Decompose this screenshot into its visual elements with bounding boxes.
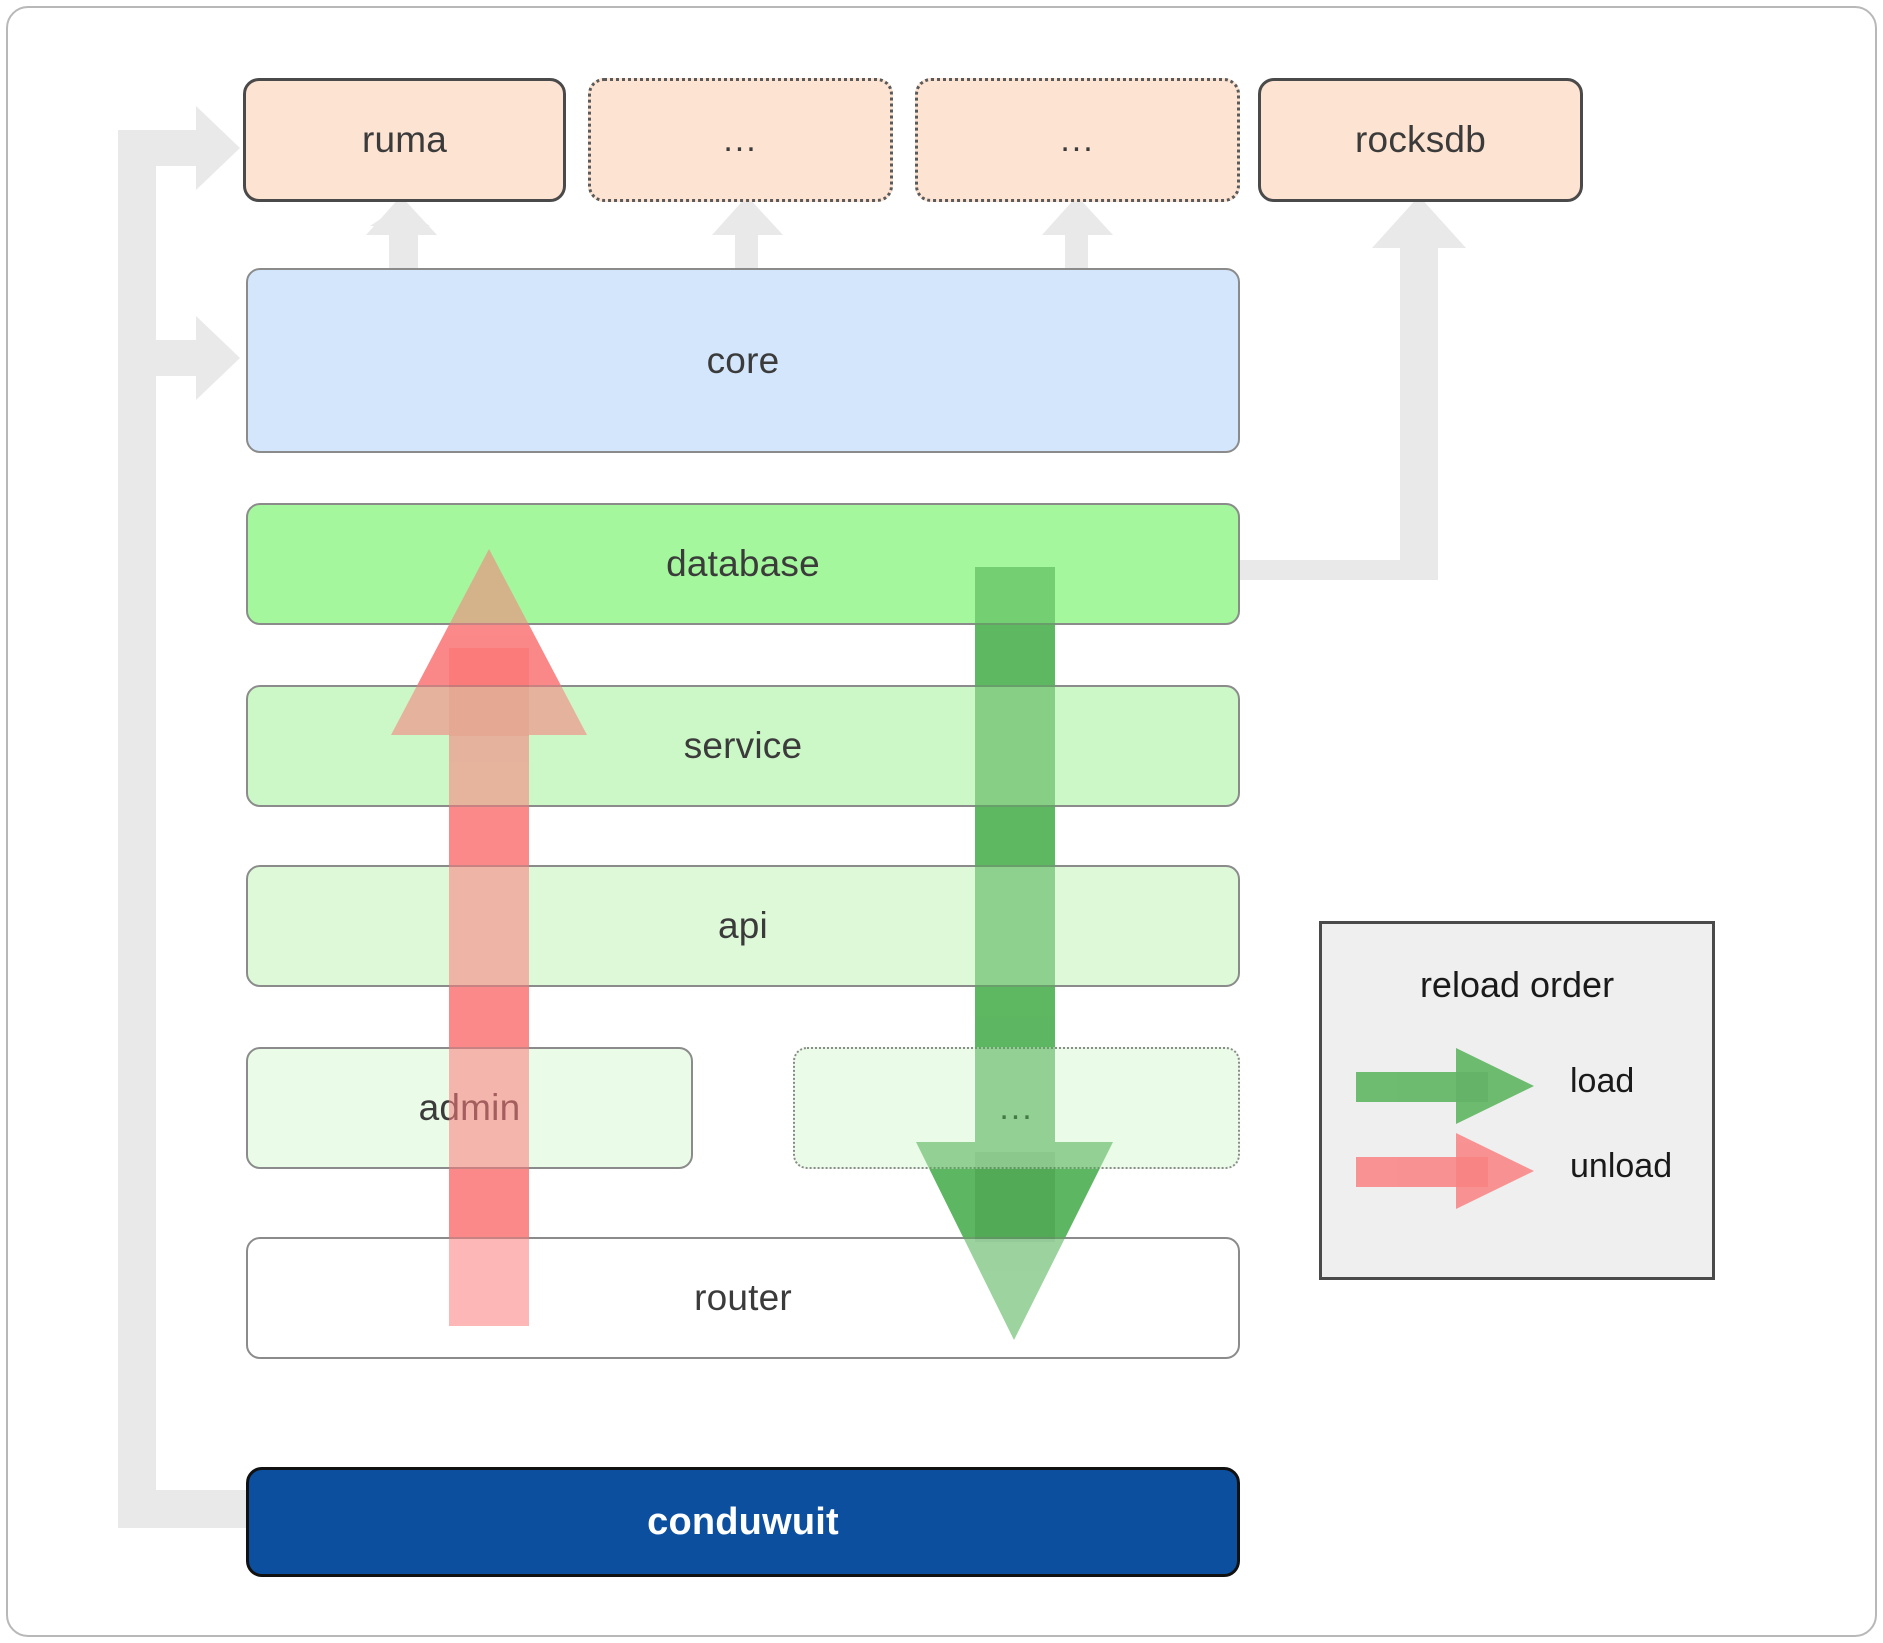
node-dep-placeholder-2[interactable]: ... <box>915 78 1240 202</box>
node-ruma-label: ruma <box>361 119 448 160</box>
node-rocksdb[interactable]: rocksdb <box>1258 78 1583 202</box>
node-conduwuit-label: conduwuit <box>647 1500 839 1543</box>
node-ruma[interactable]: ruma <box>243 78 566 202</box>
node-core[interactable]: core <box>246 268 1240 453</box>
legend-title: reload order <box>1419 964 1615 1005</box>
legend-load-label: load <box>1570 1062 1635 1100</box>
node-admin-label: admin <box>418 1087 521 1128</box>
node-dep-placeholder-2-label: ... <box>1060 120 1095 159</box>
node-service[interactable]: service <box>246 685 1240 807</box>
node-database[interactable]: database <box>246 503 1240 625</box>
node-rocksdb-label: rocksdb <box>1355 119 1486 160</box>
node-admin-placeholder-label: ... <box>999 1088 1034 1127</box>
legend-row-unload: unload <box>1322 1131 1712 1211</box>
node-api[interactable]: api <box>246 865 1240 987</box>
node-conduwuit[interactable]: conduwuit <box>246 1467 1240 1577</box>
node-database-label: database <box>666 543 820 584</box>
legend-row-load: load <box>1322 1046 1712 1126</box>
node-service-label: service <box>683 725 803 766</box>
node-router[interactable]: router <box>246 1237 1240 1359</box>
node-api-label: api <box>718 905 768 946</box>
node-dep-placeholder-1[interactable]: ... <box>588 78 893 202</box>
node-admin-placeholder[interactable]: ... <box>793 1047 1240 1169</box>
diagram-frame <box>6 6 1877 1637</box>
legend-unload-arrow-icon <box>1356 1133 1534 1209</box>
legend-reload-order: reload order load unload <box>1319 921 1715 1280</box>
node-core-label: core <box>706 339 780 381</box>
node-router-label: router <box>694 1277 792 1318</box>
legend-unload-label: unload <box>1570 1147 1673 1185</box>
node-dep-placeholder-1-label: ... <box>723 120 758 159</box>
legend-load-arrow-icon <box>1356 1048 1534 1124</box>
node-admin[interactable]: admin <box>246 1047 693 1169</box>
